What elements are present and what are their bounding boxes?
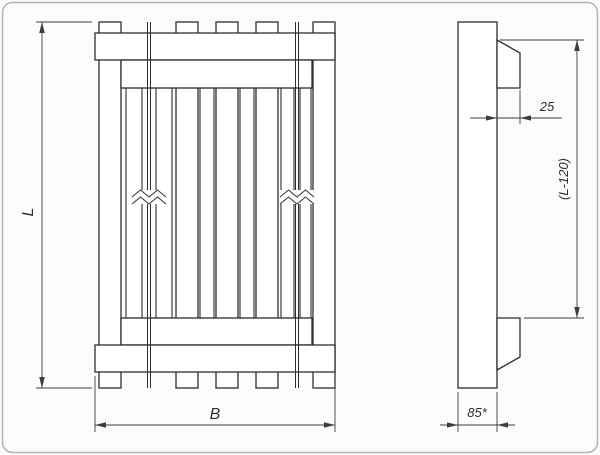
dimension-side-width: 85* [440, 392, 515, 432]
arrowhead [574, 40, 580, 51]
dimension-label-overall-length: L [20, 208, 37, 217]
front-view [94, 21, 336, 389]
stringer-board-right [312, 21, 336, 389]
side-view [457, 21, 521, 389]
deck-board [255, 21, 279, 389]
arrowhead [497, 422, 508, 428]
cleat-block-bottom [496, 317, 521, 372]
dimension-label-overall-width: B [210, 406, 221, 423]
arrowhead [520, 115, 531, 121]
deck-slat [239, 87, 255, 319]
arrowhead [574, 307, 580, 318]
deck-slat [199, 87, 215, 319]
cleat-block-top [496, 38, 521, 89]
deck-board [175, 21, 199, 389]
dimension-label-cleat-offset: 25 [539, 99, 555, 114]
side-panel [457, 21, 498, 389]
tie-rod-left [147, 22, 151, 388]
stringer-board-left [98, 21, 122, 389]
arrowhead [324, 422, 335, 428]
arrowhead [447, 422, 458, 428]
arrowhead [39, 377, 45, 388]
deck-board [215, 21, 239, 389]
tie-rod-right [295, 22, 299, 388]
dimension-label-between-cleats: (L-120) [556, 158, 571, 200]
dimension-between-cleats: (L-120) [500, 39, 584, 319]
arrowhead [486, 115, 497, 121]
bottom-rail-inner [120, 317, 313, 346]
break-symbol [131, 189, 167, 205]
top-rail-inner [120, 59, 313, 89]
arrowhead [95, 422, 106, 428]
break-symbol [279, 189, 315, 205]
dimension-length: L [20, 21, 92, 389]
dimension-cleat-offset: 25 [470, 90, 562, 124]
arrowhead [39, 22, 45, 33]
dimension-width: B [94, 376, 336, 432]
dimension-label-side-width: 85* [467, 405, 487, 420]
